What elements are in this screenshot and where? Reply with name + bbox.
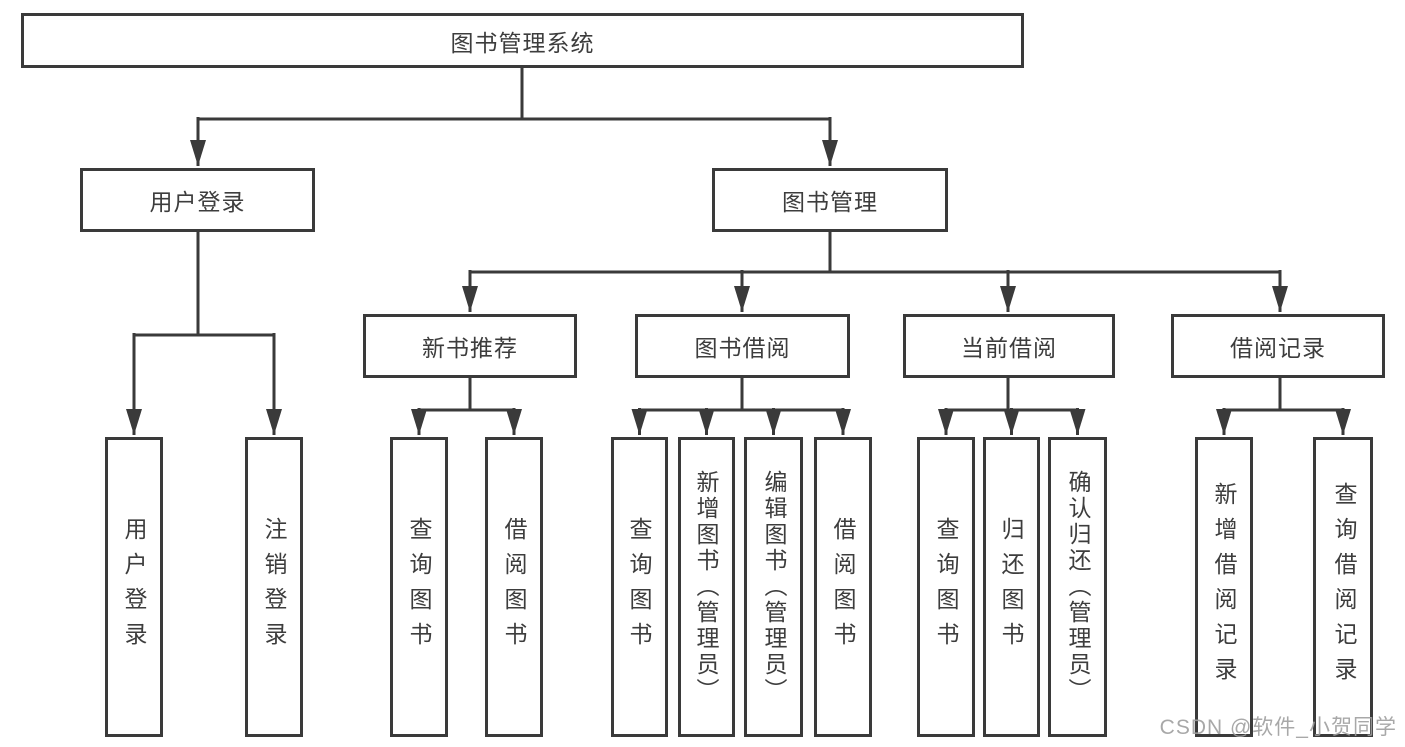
node-book-management: 图书管理 [712,168,948,232]
leaf-user-login: 用户登录 [105,437,163,737]
node-current-borrow: 当前借阅 [903,314,1115,378]
node-library-system: 图书管理系统 [21,13,1024,68]
leaf-return-books: 归还图书 [983,437,1040,737]
node-user-login: 用户登录 [80,168,315,232]
leaf-add-books-admin: 新增图书（管理员） [678,437,735,737]
leaf-query-books-current: 查询图书 [917,437,975,737]
leaf-query-books-recommend: 查询图书 [390,437,448,737]
node-borrow-records: 借阅记录 [1171,314,1385,378]
leaf-query-books-borrow: 查询图书 [611,437,668,737]
leaf-add-borrow-record: 新增借阅记录 [1195,437,1253,737]
leaf-edit-books-admin: 编辑图书（管理员） [744,437,803,737]
csdn-watermark: CSDN @软件_小贺同学 [1159,716,1397,739]
node-book-borrow: 图书借阅 [635,314,850,378]
leaf-borrow-books-recommend: 借阅图书 [485,437,543,737]
leaf-confirm-return-admin: 确认归还（管理员） [1048,437,1107,737]
leaf-logout: 注销登录 [245,437,303,737]
leaf-borrow-books: 借阅图书 [814,437,872,737]
node-new-book-recommend: 新书推荐 [363,314,577,378]
leaf-query-borrow-record: 查询借阅记录 [1313,437,1373,737]
tree-edges [126,68,1351,435]
